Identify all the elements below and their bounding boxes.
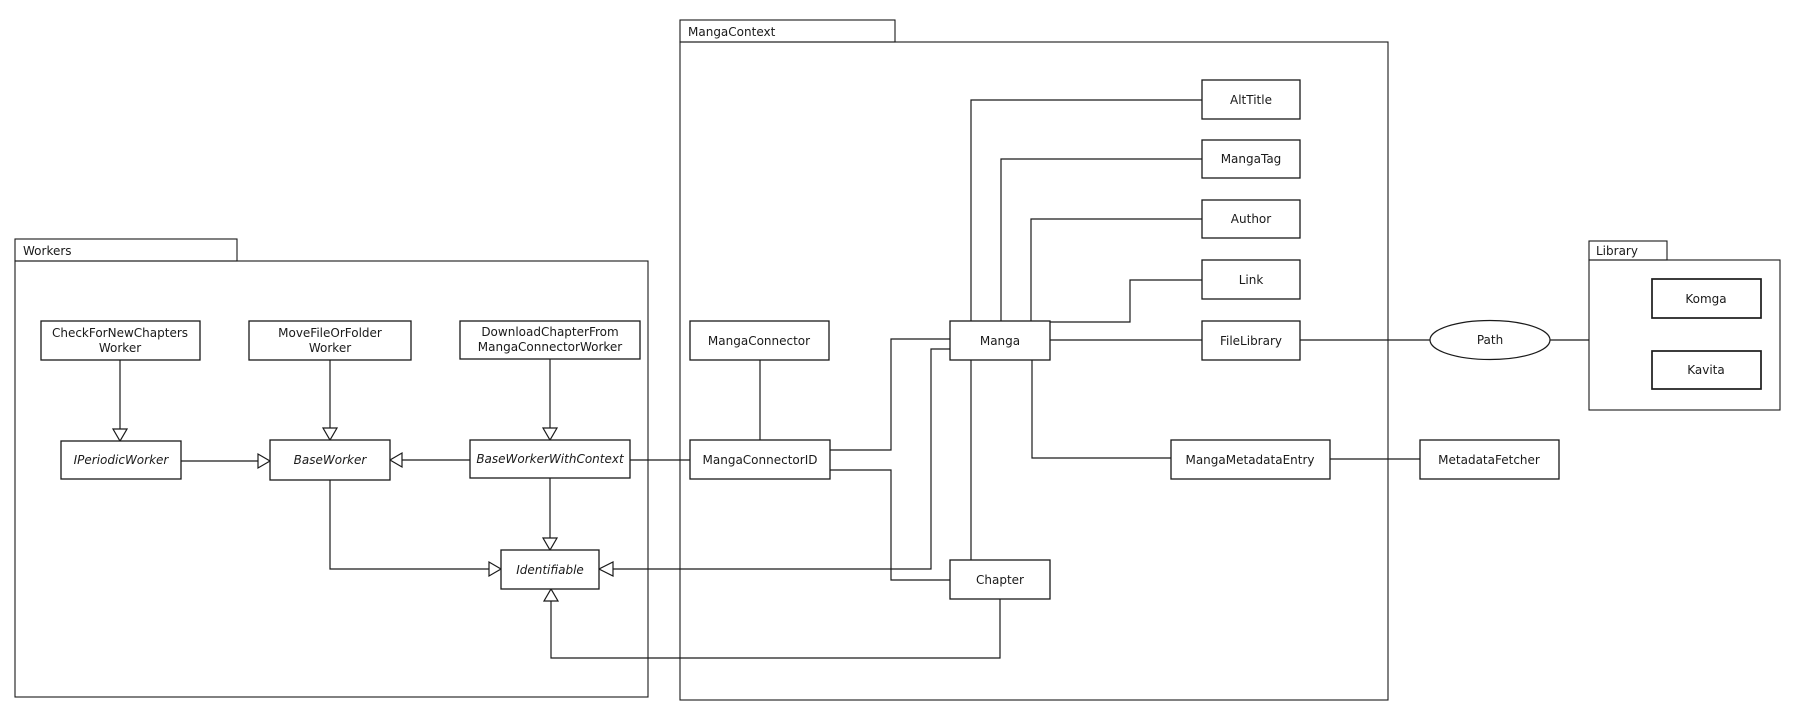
- svg-text:Manga: Manga: [980, 334, 1020, 348]
- triangle-arrow-icon: [542, 587, 560, 602]
- edge-manga-alttitle: [970, 99, 1202, 321]
- svg-text:Identifiable: Identifiable: [516, 563, 584, 577]
- edge-manga-author: [1030, 218, 1202, 321]
- edge-chapter-identifiable: [550, 599, 1001, 659]
- class-box-iperiodicworker: IPeriodicWorker: [60, 440, 182, 480]
- class-box-mangaconnector: MangaConnector: [689, 320, 830, 361]
- edge-mangaconnectorid-chapter: [830, 469, 950, 581]
- package-library-body: [1588, 259, 1781, 411]
- package-manga-context: MangaContext: [679, 19, 1389, 701]
- svg-text:Worker: Worker: [309, 341, 351, 355]
- edge-manga-mangametadataentry: [1031, 360, 1171, 459]
- svg-text:MangaConnectorID: MangaConnectorID: [703, 453, 818, 467]
- class-box-movefileorfolderworker: MoveFileOrFolder Worker: [248, 320, 412, 361]
- svg-text:MetadataFetcher: MetadataFetcher: [1438, 453, 1540, 467]
- triangle-arrow-icon: [488, 560, 503, 578]
- triangle-arrow-icon: [257, 452, 272, 470]
- package-manga-context-body: [679, 41, 1389, 701]
- class-box-mangametadataentry: MangaMetadataEntry: [1170, 439, 1331, 480]
- triangle-arrow-icon: [597, 561, 614, 577]
- package-workers: Workers: [14, 238, 649, 698]
- class-box-baseworker: BaseWorker: [269, 439, 391, 481]
- class-box-komga: Komga: [1651, 278, 1762, 319]
- svg-text:Worker: Worker: [99, 341, 141, 355]
- class-box-manga: Manga: [949, 320, 1051, 361]
- class-box-metadatafetcher: MetadataFetcher: [1419, 439, 1560, 480]
- triangle-arrow-icon: [321, 427, 339, 442]
- ellipse-node-path: Path: [1429, 319, 1551, 361]
- svg-text:MoveFileOrFolder: MoveFileOrFolder: [278, 326, 382, 340]
- svg-text:Chapter: Chapter: [976, 573, 1024, 587]
- package-library-label: Library: [1596, 244, 1638, 258]
- svg-text:Path: Path: [1477, 333, 1503, 347]
- package-workers-body: [14, 260, 649, 698]
- svg-text:Kavita: Kavita: [1687, 363, 1725, 377]
- package-manga-context-label: MangaContext: [688, 25, 776, 39]
- svg-text:FileLibrary: FileLibrary: [1220, 334, 1282, 348]
- triangle-arrow-icon: [541, 427, 559, 442]
- class-box-link: Link: [1201, 259, 1301, 300]
- association-edges: [630, 99, 1589, 581]
- generalization-edges: [111, 348, 1001, 659]
- class-box-baseworkerwithcontext: BaseWorkerWithContext: [469, 439, 631, 479]
- package-workers-label: Workers: [23, 244, 72, 258]
- edge-manga-identifiable: [613, 348, 950, 570]
- svg-text:MangaTag: MangaTag: [1221, 152, 1282, 166]
- svg-text:CheckForNewChapters: CheckForNewChapters: [52, 326, 188, 340]
- svg-text:MangaConnector: MangaConnector: [708, 334, 810, 348]
- triangle-arrow-icon: [111, 428, 129, 443]
- svg-text:DownloadChapterFrom: DownloadChapterFrom: [481, 325, 618, 339]
- svg-text:MangaMetadataEntry: MangaMetadataEntry: [1185, 453, 1314, 467]
- svg-text:Link: Link: [1239, 273, 1264, 287]
- class-box-filelibrary: FileLibrary: [1201, 320, 1301, 361]
- package-library: Library: [1588, 240, 1781, 411]
- svg-text:BaseWorker: BaseWorker: [294, 453, 368, 467]
- triangle-arrow-icon: [541, 537, 559, 552]
- class-box-chapter: Chapter: [949, 559, 1051, 600]
- class-box-mangatag: MangaTag: [1201, 139, 1301, 179]
- triangle-arrow-icon: [388, 451, 403, 469]
- svg-text:BaseWorkerWithContext: BaseWorkerWithContext: [476, 452, 625, 466]
- svg-text:AltTitle: AltTitle: [1230, 93, 1272, 107]
- svg-text:IPeriodicWorker: IPeriodicWorker: [74, 453, 170, 467]
- class-box-downloadchapterfrommangaconnectorworker: DownloadChapterFrom MangaConnectorWorker: [459, 320, 641, 360]
- svg-text:Author: Author: [1231, 212, 1271, 226]
- svg-text:Komga: Komga: [1685, 292, 1726, 306]
- class-box-checkfornewchaptersworker: CheckForNewChapters Worker: [40, 320, 201, 361]
- class-box-author: Author: [1201, 199, 1301, 239]
- class-box-alttitle: AltTitle: [1201, 79, 1301, 120]
- class-box-mangaconnectorid: MangaConnectorID: [689, 439, 831, 480]
- svg-text:MangaConnectorWorker: MangaConnectorWorker: [478, 340, 623, 354]
- edge-manga-link: [1050, 279, 1202, 323]
- edge-manga-mangaconnectorid: [830, 338, 950, 451]
- class-box-identifiable: Identifiable: [500, 549, 600, 590]
- edge-manga-mangatag: [1000, 158, 1202, 321]
- edge-baseworker-identifiable: [329, 480, 489, 570]
- class-box-kavita: Kavita: [1651, 350, 1762, 390]
